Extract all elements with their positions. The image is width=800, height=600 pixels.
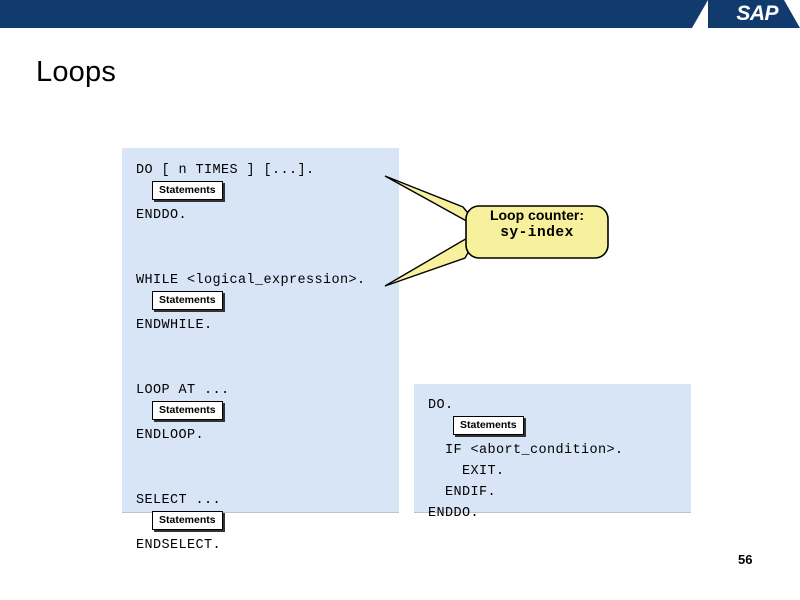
code-line-blank [136, 358, 399, 380]
statements-row: Statements [136, 181, 399, 205]
code-line: WHILE <logical_expression>. [136, 273, 366, 288]
statements-box: Statements [453, 416, 524, 435]
banner-angle-notch-right [784, 0, 800, 28]
statements-row: Statements [136, 401, 399, 425]
callout-loop-counter: Loop counter: sy-index [383, 168, 615, 290]
code-line: EXIT. [428, 464, 505, 479]
page-title: Loops [36, 56, 117, 88]
code-line: DO. [428, 398, 454, 413]
statements-box: Statements [152, 181, 223, 200]
code-line: ENDDO. [428, 506, 480, 521]
code-line: IF <abort_condition>. [428, 443, 624, 458]
code-line: ENDIF. [428, 485, 497, 500]
code-line: LOOP AT ... [136, 383, 230, 398]
code-line: ENDSELECT. [136, 538, 222, 553]
code-line-blank [136, 226, 399, 248]
banner-angle-notch [692, 0, 708, 28]
code-line-blank [136, 446, 399, 468]
code-line: SELECT ... [136, 493, 222, 508]
statements-row: Statements [136, 511, 399, 535]
sap-logo: SAP [736, 2, 778, 25]
code-line: ENDWHILE. [136, 318, 213, 333]
page-number: 56 [738, 552, 753, 567]
callout-bubble-shape [465, 205, 609, 259]
code-block-do-exit: DO. Statements IF <abort_condition>. EXI… [414, 384, 691, 521]
header-banner [0, 0, 800, 28]
code-block-loop-forms: DO [ n TIMES ] [...]. Statements ENDDO. … [122, 148, 399, 553]
code-line: ENDLOOP. [136, 428, 205, 443]
code-line: ENDDO. [136, 208, 188, 223]
code-line-blank [136, 248, 399, 270]
code-line: DO [ n TIMES ] [...]. [136, 163, 315, 178]
code-line-blank [136, 468, 399, 490]
statements-row: Statements [136, 291, 399, 315]
code-line-blank [136, 336, 399, 358]
statements-box: Statements [152, 511, 223, 530]
statements-box: Statements [152, 401, 223, 420]
statements-row: Statements [428, 416, 691, 440]
statements-box: Statements [152, 291, 223, 310]
